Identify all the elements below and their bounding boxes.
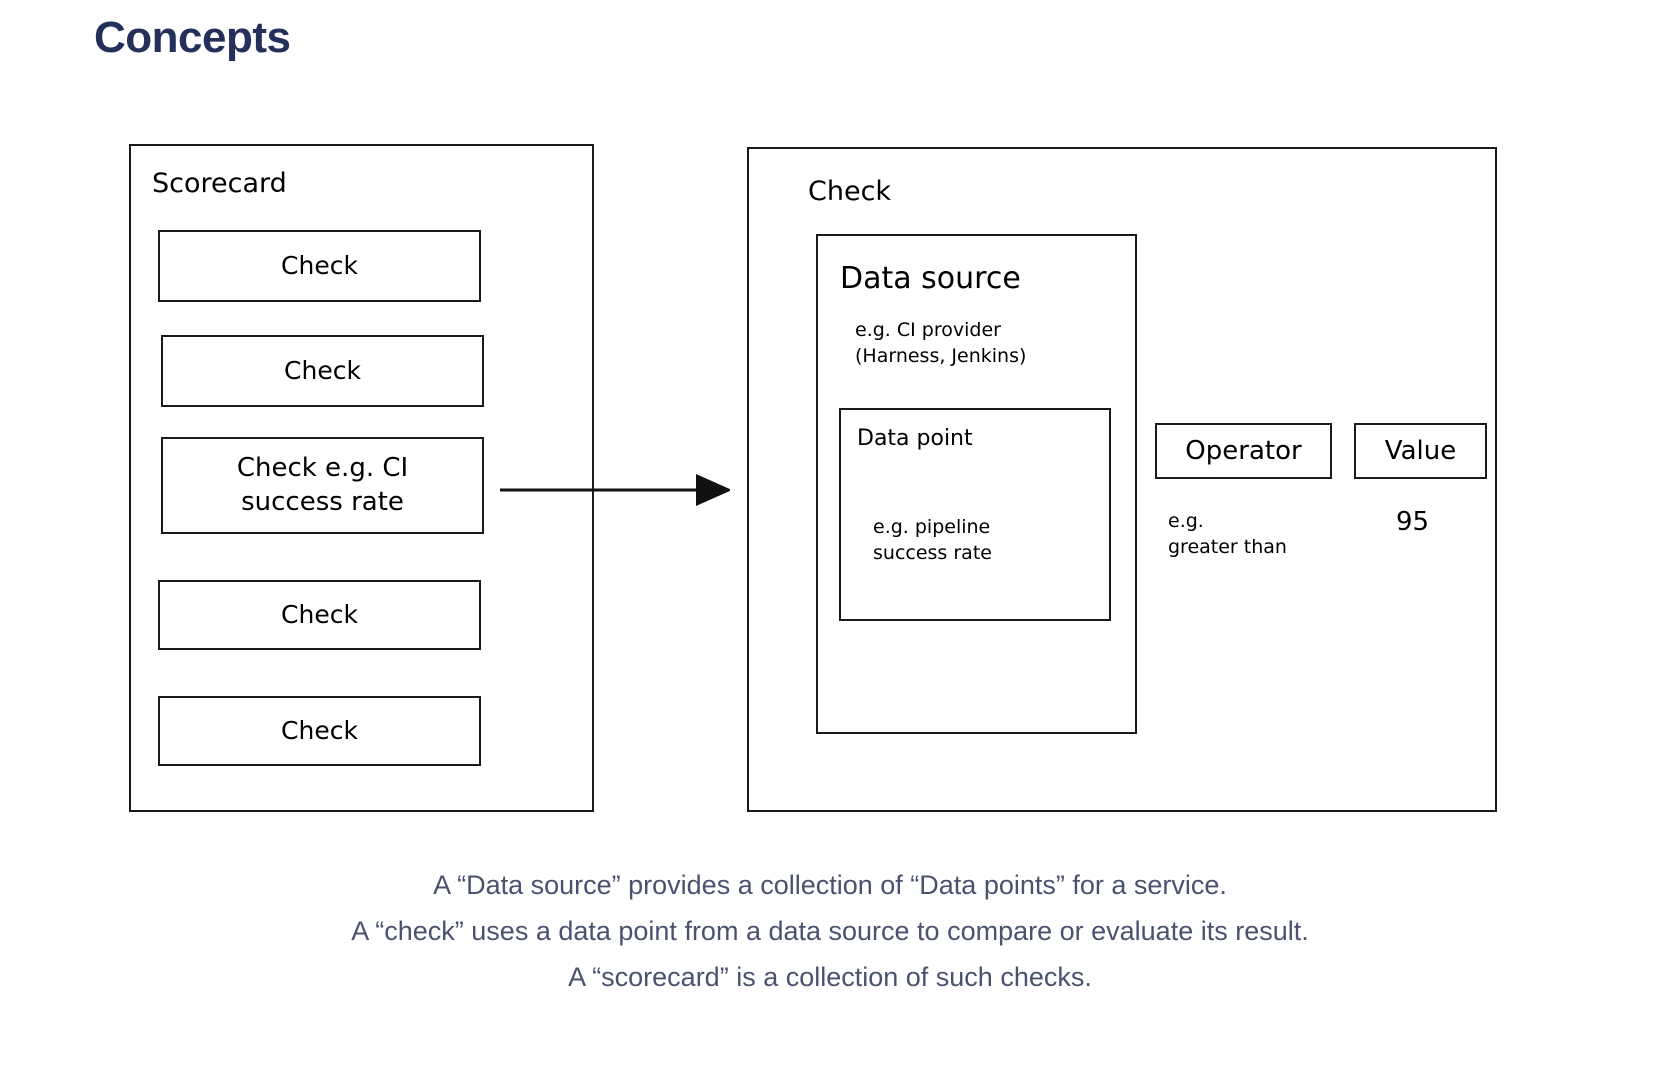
data-point-example: e.g. pipeline success rate	[873, 516, 992, 564]
scorecard-check-label: Check	[284, 356, 361, 385]
value-box[interactable]: Value	[1354, 423, 1487, 479]
page-title: Concepts	[94, 13, 291, 62]
scorecard-check-item-1[interactable]: Check	[158, 230, 481, 302]
scorecard-check-label: Check e.g. CI success rate	[236, 453, 409, 517]
arrow-right-icon	[500, 474, 730, 506]
caption-line-3: A “scorecard” is a collection of such ch…	[568, 962, 1092, 992]
caption-line-2: A “check” uses a data point from a data …	[351, 916, 1309, 946]
data-point-title: Data point	[857, 426, 973, 451]
check-title: Check	[808, 176, 892, 207]
data-point-container	[839, 408, 1111, 621]
operator-example: e.g. greater than	[1168, 510, 1287, 558]
value-label: Value	[1384, 436, 1457, 466]
scorecard-check-label: Check	[281, 600, 358, 629]
data-source-title: Data source	[840, 261, 1021, 296]
scorecard-check-item-4[interactable]: Check	[158, 580, 481, 650]
scorecard-check-item-3[interactable]: Check e.g. CI success rate	[161, 437, 484, 534]
scorecard-check-label: Check	[281, 716, 358, 745]
caption: A “Data source” provides a collection of…	[0, 862, 1660, 1000]
operator-box[interactable]: Operator	[1155, 423, 1332, 479]
scorecard-check-item-2[interactable]: Check	[161, 335, 484, 407]
scorecard-title: Scorecard	[152, 168, 287, 199]
concepts-diagram: Scorecard Check Check Check e.g. CI succ…	[129, 144, 1497, 812]
caption-line-1: A “Data source” provides a collection of…	[433, 870, 1227, 900]
scorecard-check-item-5[interactable]: Check	[158, 696, 481, 766]
scorecard-check-label: Check	[281, 251, 358, 280]
data-source-example: e.g. CI provider (Harness, Jenkins)	[855, 319, 1027, 367]
value-example: 95	[1396, 507, 1430, 537]
operator-label: Operator	[1185, 436, 1302, 466]
